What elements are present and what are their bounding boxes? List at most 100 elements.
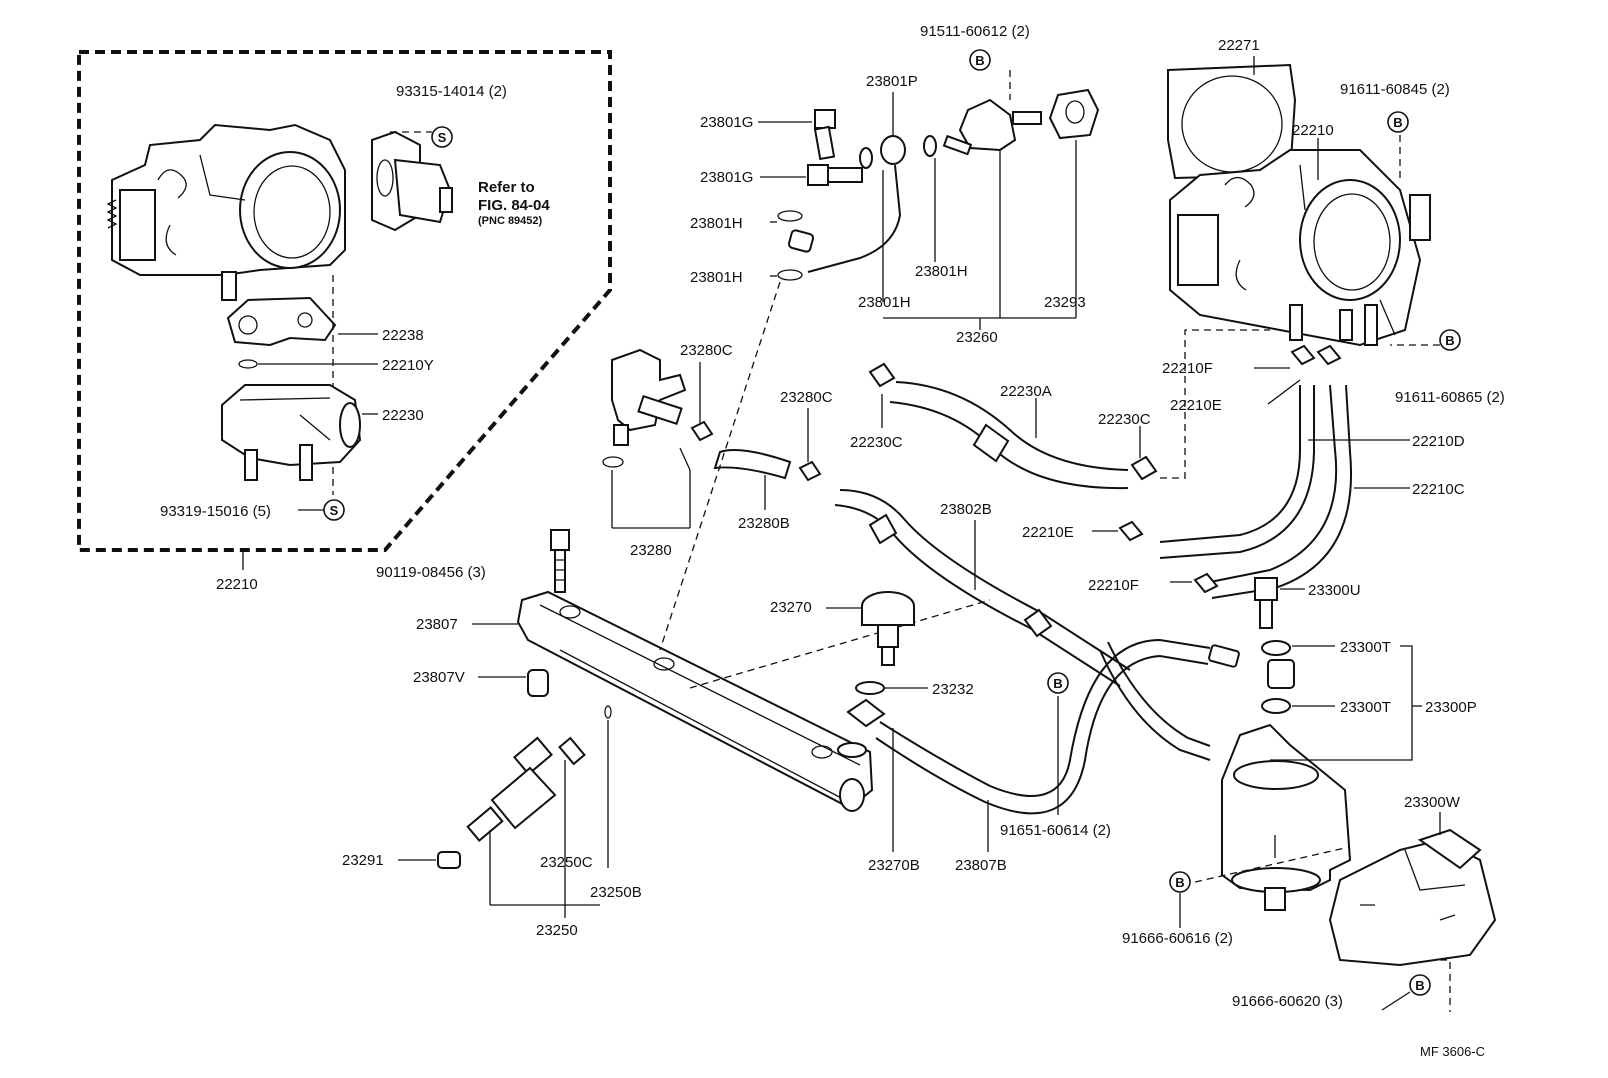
label-23801H-d: 23801H [915, 263, 968, 280]
symbol-b-91666-a: B [1169, 871, 1191, 893]
label-22210C: 22210C [1412, 481, 1465, 498]
label-23801G-a: 23801G [700, 114, 753, 131]
fuel-pipe-23802B [834, 489, 1131, 687]
clamp-22210E-b [1118, 520, 1144, 542]
label-91611-b: 91611-60865 (2) [1395, 389, 1505, 406]
symbol-s-93319: S [323, 499, 345, 521]
label-23300P: 23300P [1425, 699, 1477, 716]
symbol-b-91611-b: B [1439, 329, 1461, 351]
union-23270B [846, 698, 886, 728]
o-ring-23250B [604, 705, 612, 719]
label-91666-b: 91666-60620 (3) [1232, 993, 1343, 1010]
air-valve-22230 [221, 384, 362, 481]
label-23807B: 23807B [955, 857, 1007, 874]
label-23807V: 23807V [413, 669, 465, 686]
pulsation-damper-23270 [861, 591, 915, 666]
label-22210F-a: 22210F [1162, 360, 1213, 377]
o-ring-22210Y [238, 359, 258, 369]
clamp-22230C-b [1130, 455, 1158, 481]
label-22230A: 22230A [1000, 383, 1052, 400]
label-23250C: 23250C [540, 854, 593, 871]
gasket-23232 [855, 681, 885, 695]
insulator-23807V [527, 669, 549, 697]
label-23300T-b: 23300T [1340, 699, 1391, 716]
label-23801H-b: 23801H [690, 269, 743, 286]
bolt-90119 [550, 529, 570, 593]
fuel-injector-23250 [466, 736, 600, 918]
label-23280: 23280 [630, 542, 672, 559]
leader-91666-b [1381, 991, 1411, 1011]
clamp-22210F-a [1290, 344, 1316, 366]
label-fig: FIG. 84-04 [478, 197, 550, 214]
footer-code: MF 3606-C [1420, 1044, 1485, 1059]
symbol-b-91651: B [1047, 672, 1069, 694]
label-23300T-a: 23300T [1340, 639, 1391, 656]
throttle-position-sensor [371, 130, 453, 232]
label-93315: 93315-14014 (2) [396, 83, 507, 100]
label-refer-to: Refer to [478, 179, 535, 196]
svg-text:B: B [1393, 115, 1402, 130]
label-22271: 22271 [1218, 37, 1260, 54]
label-22230: 22230 [382, 407, 424, 424]
part-labels: 22210 93315-14014 (2) Refer to FIG. 84-0… [160, 23, 1505, 1059]
throttle-body-inset [77, 50, 612, 570]
gasket-23270B-lower [837, 742, 867, 758]
label-23801H-a: 23801H [690, 215, 743, 232]
throttle-body-left [106, 123, 346, 301]
svg-text:B: B [975, 53, 984, 68]
label-23300U: 23300U [1308, 582, 1361, 599]
label-22238: 22238 [382, 327, 424, 344]
label-22210D: 22210D [1412, 433, 1465, 450]
label-90119: 90119-08456 (3) [376, 564, 486, 581]
label-23232: 23232 [932, 681, 974, 698]
hose-23280B [713, 449, 792, 480]
fuel-delivery-pipe-23807 [516, 590, 874, 812]
label-23802B: 23802B [940, 501, 992, 518]
label-23300W: 23300W [1404, 794, 1461, 811]
label-23293: 23293 [1044, 294, 1086, 311]
label-22210E-b: 22210E [1022, 524, 1074, 541]
label-22210E-a: 22210E [1170, 397, 1222, 414]
fuel-filter-assembly [1221, 577, 1497, 967]
label-22210F-b: 22210F [1088, 577, 1139, 594]
symbol-circles: S S B B B B B B [323, 49, 1461, 996]
label-23807: 23807 [416, 616, 458, 633]
label-23270B: 23270B [868, 857, 920, 874]
clamp-23280C-a [690, 420, 714, 442]
leader-22210E-a [1267, 379, 1301, 405]
label-22210-right: 22210 [1292, 122, 1334, 139]
label-22230C-b: 22230C [1098, 411, 1151, 428]
throttle-body-right [1167, 63, 1431, 347]
leader-23300P [1270, 645, 1413, 761]
gasket-22238 [226, 296, 337, 347]
svg-text:S: S [330, 503, 339, 518]
pressure-regulator-23280 [602, 348, 691, 529]
leader-dash-91666-a [1194, 847, 1346, 883]
leader-dash-91666-b [1440, 959, 1451, 1012]
clamp-23280C-b [798, 460, 822, 482]
label-91611-a: 91611-60845 (2) [1340, 81, 1450, 98]
label-23280C-a: 23280C [680, 342, 733, 359]
leader-dash-23802B [689, 599, 991, 689]
svg-text:S: S [438, 130, 447, 145]
label-22210-top: 22210 [216, 576, 258, 593]
label-23250: 23250 [536, 922, 578, 939]
label-93319: 93319-15016 (5) [160, 503, 271, 520]
label-23291: 23291 [342, 852, 384, 869]
label-23280B: 23280B [738, 515, 790, 532]
label-23801P: 23801P [866, 73, 918, 90]
label-91651: 91651-60614 (2) [1000, 822, 1111, 839]
symbol-s-93315: S [431, 126, 453, 148]
label-23260: 23260 [956, 329, 998, 346]
clamp-22230C-a [868, 362, 896, 388]
label-pnc: (PNC 89452) [478, 215, 543, 227]
clamp-22210F-b [1193, 572, 1219, 594]
symbol-b-91666-b: B [1409, 974, 1431, 996]
label-91666-a: 91666-60616 (2) [1122, 930, 1233, 947]
label-23270: 23270 [770, 599, 812, 616]
hoses-22210D-22210C [1159, 384, 1352, 599]
label-23801H-c: 23801H [858, 294, 911, 311]
leader-dash-regulator [659, 281, 781, 651]
label-22230C-a: 22230C [850, 434, 903, 451]
symbol-b-91611-a: B [1387, 111, 1409, 133]
